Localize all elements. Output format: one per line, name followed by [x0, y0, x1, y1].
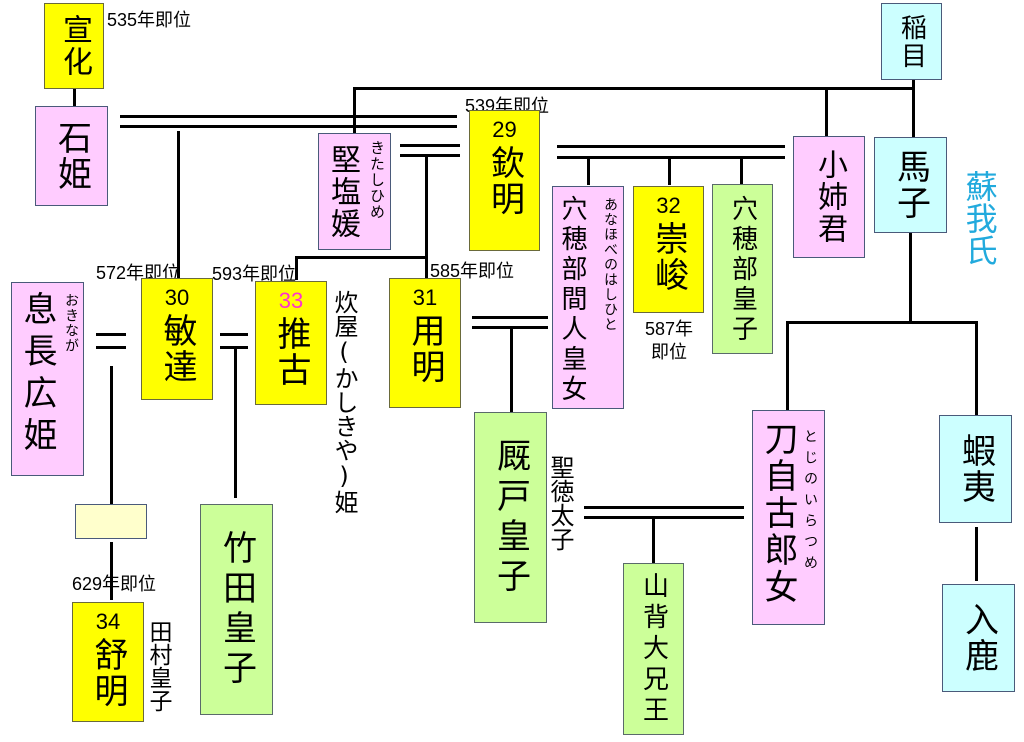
marriage-line-ishihime-kinmei-2	[120, 125, 457, 128]
person-name: 用明	[405, 313, 445, 385]
yomei-accession-label: 585年即位	[430, 261, 515, 281]
line-senka-ishihime	[73, 88, 76, 108]
suiko-alias-label: 炊屋(かしきや)姫	[330, 290, 358, 514]
marriage-line-umayado-tojiko	[584, 506, 744, 509]
person-reading: きたしひめ	[368, 140, 386, 220]
person-name: 宣化	[57, 14, 92, 78]
person-kinmei: 29 欽明	[469, 110, 540, 251]
person-umako: 馬子	[874, 137, 947, 233]
person-iruka: 入鹿	[942, 584, 1015, 692]
person-name: 敏達	[157, 313, 197, 385]
line-to-hashihito	[587, 159, 590, 185]
line-iname-children	[353, 87, 915, 90]
line-to-sushun	[668, 159, 671, 185]
line-umako-children	[786, 321, 978, 324]
line-to-takeda	[234, 348, 237, 498]
person-name: 穴穂部皇子	[727, 195, 758, 345]
marriage-line-bidatsu-suiko-2	[220, 346, 248, 349]
line-kitashihime-children	[425, 157, 428, 279]
emperor-number: 30	[164, 285, 190, 310]
line-to-yamashiro	[652, 518, 655, 564]
person-oane: 小姉君	[793, 136, 865, 258]
line-to-umayado	[510, 328, 513, 412]
marriage-line-yomei-hashihito-2	[472, 326, 548, 329]
person-reading: あなほべのはしひと	[602, 197, 618, 332]
line-to-suiko	[295, 256, 298, 280]
person-name: 推古	[271, 316, 311, 388]
marriage-line-yomei-hashihito	[472, 316, 548, 319]
line-iname-down	[912, 79, 915, 137]
person-jomei: 34 舒明	[72, 602, 144, 722]
sushun-accession-label: 587年即位	[641, 318, 697, 365]
person-name: 蝦夷	[955, 433, 996, 505]
marriage-line-kinmei-oane	[557, 145, 785, 148]
person-senka: 宣化	[44, 3, 104, 89]
line-to-tojiko	[786, 321, 789, 411]
marriage-line-okinaga-bidatsu-2	[96, 346, 126, 349]
person-name: 欽明	[484, 145, 525, 217]
marriage-line-bidatsu-suiko	[220, 333, 248, 336]
line-to-emishi	[975, 321, 978, 415]
person-name: 稲目	[896, 13, 927, 70]
person-sushun: 32 崇峻	[633, 186, 704, 313]
line-to-anahobe	[740, 159, 743, 185]
line-to-bidatsu	[177, 131, 180, 279]
jomei-accession-label: 629年即位	[72, 574, 157, 594]
person-name: 堅塩媛	[325, 143, 360, 240]
soga-clan-label: 蘇我氏	[960, 170, 999, 266]
person-yomei: 31 用明	[389, 278, 461, 408]
person-takeda: 竹田皇子	[200, 504, 273, 715]
person-suiko: 33 推古	[255, 281, 327, 405]
senka-accession-label: 535年即位	[107, 10, 192, 30]
person-name: 息長広姫	[17, 291, 57, 459]
line-to-oane	[825, 87, 828, 137]
person-reading: おきなが	[63, 293, 79, 353]
person-name: 崇峻	[648, 221, 689, 293]
marriage-line-kinmei-oane-2	[557, 156, 785, 159]
person-name: 山背大兄王	[638, 571, 669, 727]
line-to-kitashihime	[353, 87, 356, 133]
line-umako-down	[909, 232, 912, 322]
person-tojiko: 刀自古郎女 とじのいらつめ	[752, 410, 825, 625]
person-name: 刀自古郎女	[758, 421, 798, 606]
person-bidatsu: 30 敏達	[141, 278, 213, 400]
person-reading: とじのいらつめ	[802, 429, 818, 576]
marriage-line-okinaga-bidatsu	[96, 333, 126, 336]
marriage-line-ishihime-kinmei	[120, 115, 457, 118]
person-emishi: 蝦夷	[939, 415, 1012, 523]
line-to-unknown	[110, 366, 113, 504]
person-kitashihime: 堅塩媛 きたしひめ	[318, 133, 391, 250]
sushun-accession-text: 587年即位	[644, 319, 694, 363]
marriage-line-umayado-tojiko-2	[584, 516, 744, 519]
umayado-alias-label: 聖徳太子	[546, 455, 574, 551]
person-name: 舒明	[88, 637, 128, 709]
person-umayado: 厩戸皇子	[474, 412, 547, 623]
person-name: 厩戸皇子	[490, 437, 531, 598]
emperor-number: 33	[278, 288, 304, 313]
line-emishi-iruka	[975, 527, 978, 581]
person-yamashiro: 山背大兄王	[623, 563, 684, 735]
marriage-line-kitashihime-kinmei-2	[400, 154, 460, 157]
emperor-number: 34	[95, 609, 121, 634]
suiko-accession-label: 593年即位	[212, 264, 297, 284]
person-name: 石姫	[51, 120, 92, 192]
person-name: 小姉君	[812, 149, 847, 245]
person-okinaga: 息長広姫 おきなが	[11, 282, 84, 476]
marriage-line-kitashihime-kinmei	[400, 144, 460, 147]
line-to-suiko-branch	[295, 256, 428, 259]
person-name: 穴穂部間人皇女	[557, 195, 587, 405]
emperor-number: 32	[656, 193, 681, 218]
person-anahobe-miko: 穴穂部皇子	[712, 184, 773, 354]
emperor-number: 29	[492, 117, 517, 142]
emperor-number: 31	[412, 285, 438, 310]
person-name: 竹田皇子	[216, 529, 257, 690]
person-ishihime: 石姫	[35, 106, 108, 206]
person-name: 馬子	[890, 149, 931, 221]
jomei-alias-label: 田村皇子	[145, 620, 171, 712]
person-unknown	[75, 504, 147, 539]
person-name: 入鹿	[958, 602, 999, 674]
line-to-jomei	[110, 542, 113, 600]
person-anahobe-hashihito: 穴穂部間人皇女 あなほべのはしひと	[552, 186, 624, 409]
person-iname: 稲目	[881, 3, 942, 80]
